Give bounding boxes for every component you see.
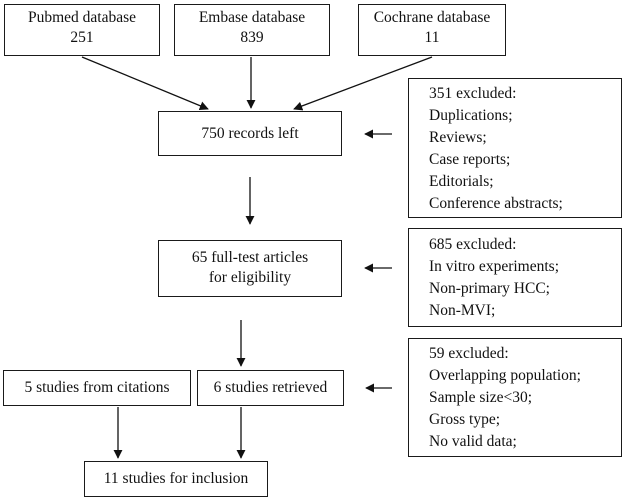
pubmed-count: 251 (70, 29, 94, 46)
embase-box: Embase database 839 (174, 4, 330, 56)
exclusion-box-1: 351 excluded: Duplications; Reviews; Cas… (408, 78, 622, 218)
pubmed-label: Pubmed database (27, 9, 137, 26)
exclusion-box-2: 685 excluded: In vitro experiments; Non-… (408, 228, 622, 327)
exclusion-1-item: Reviews; (429, 129, 487, 146)
embase-count: 839 (240, 29, 264, 46)
records-left-label: 750 records left (201, 125, 299, 142)
exclusion-3-item: Gross type; (429, 411, 501, 428)
cochrane-count: 11 (424, 29, 440, 46)
full-text-line1: 65 full-test articles (191, 249, 309, 266)
arrow-cochrane-to-records (293, 56, 433, 111)
exclusion-3-title: 59 excluded: (429, 345, 509, 362)
inclusion-label: 11 studies for inclusion (103, 470, 249, 487)
exclusion-3-item: Overlapping population; (429, 367, 581, 384)
arrow-pubmed-to-records (81, 56, 209, 111)
full-text-line2: for eligibility (208, 269, 292, 286)
cochrane-box: Cochrane database 11 (358, 4, 506, 56)
exclusion-1-title: 351 excluded: (429, 85, 517, 102)
inclusion-box: 11 studies for inclusion (84, 461, 268, 497)
pubmed-box: Pubmed database 251 (4, 4, 160, 56)
exclusion-3-item: No valid data; (429, 433, 517, 450)
exclusion-1-item: Editorials; (429, 173, 494, 190)
citations-box: 5 studies from citations (3, 370, 191, 406)
exclusion-1-item: Conference abstracts; (429, 195, 563, 212)
embase-label: Embase database (198, 9, 306, 26)
exclusion-1-item: Duplications; (429, 107, 513, 124)
exclusion-2-item: Non-MVI; (429, 302, 496, 319)
exclusion-1-item: Case reports; (429, 151, 511, 168)
exclusion-3-item: Sample size<30; (429, 389, 533, 406)
exclusion-box-3: 59 excluded: Overlapping population; Sam… (408, 338, 622, 457)
records-left-box: 750 records left (158, 111, 342, 156)
retrieved-label: 6 studies retrieved (213, 379, 328, 396)
retrieved-box: 6 studies retrieved (197, 370, 344, 406)
exclusion-2-item: Non-primary HCC; (429, 280, 550, 297)
citations-label: 5 studies from citations (24, 379, 170, 396)
cochrane-label: Cochrane database (373, 9, 491, 26)
exclusion-2-item: In vitro experiments; (429, 258, 559, 275)
full-text-box: 65 full-test articles for eligibility (158, 240, 342, 297)
exclusion-2-title: 685 excluded: (429, 236, 517, 253)
